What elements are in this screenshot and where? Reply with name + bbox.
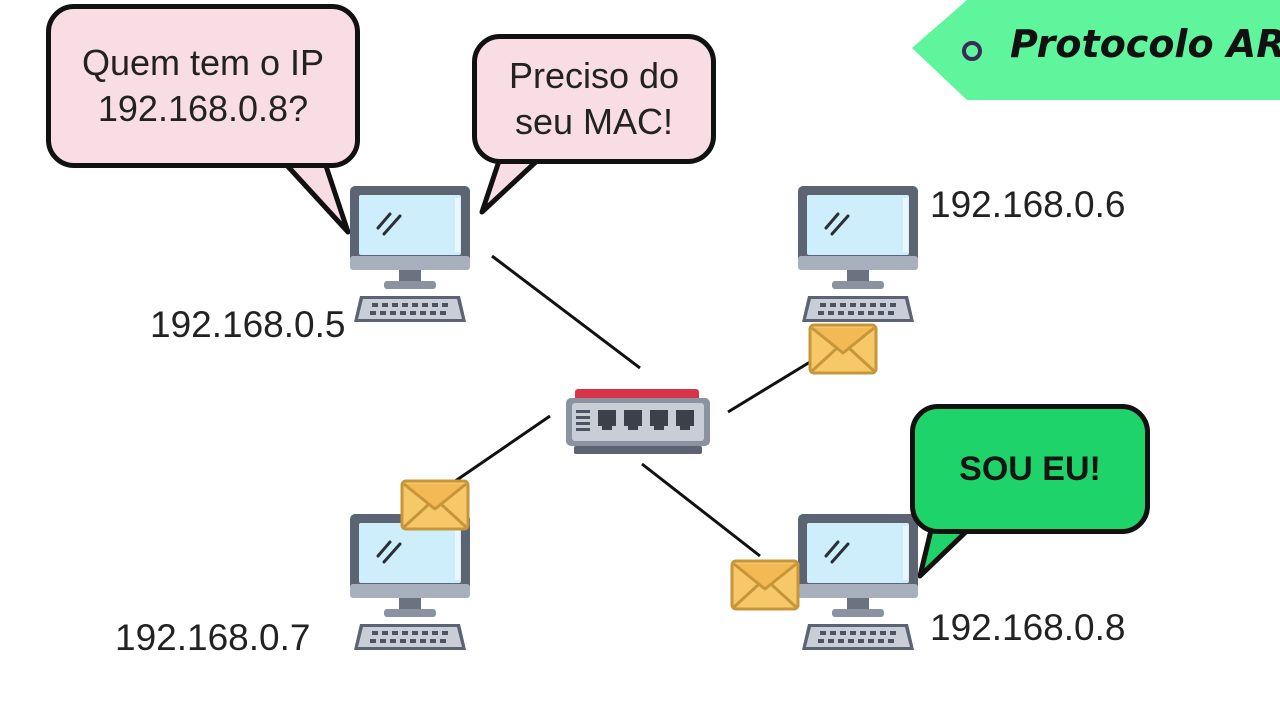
computer-icon <box>796 512 920 652</box>
host-ip-label: 192.168.0.8 <box>930 607 1126 648</box>
host-ip-label: 192.168.0.6 <box>930 184 1126 225</box>
network-switch-icon <box>566 389 710 454</box>
title-ribbon <box>912 0 1280 100</box>
speech-bubble-need-mac: Preciso do seu MAC! <box>472 34 716 164</box>
computer-icon <box>348 512 472 652</box>
host-ip-label: 192.168.0.5 <box>150 304 346 345</box>
computer-icon <box>796 184 920 324</box>
page-title: Protocolo ARP <box>1010 22 1280 66</box>
link-switch-host7 <box>447 414 551 488</box>
bubble-reply-text: SOU EU! <box>959 449 1101 488</box>
bubble-question-text: Quem tem o IP 192.168.0.8? <box>81 42 325 129</box>
speech-bubble-reply: SOU EU! <box>910 404 1150 534</box>
envelope-icon <box>808 323 878 375</box>
link-switch-host6 <box>727 360 811 414</box>
host-ip-label: 192.168.0.7 <box>115 617 311 658</box>
link-switch-host8 <box>641 462 761 558</box>
bullet-icon <box>962 41 982 61</box>
computer-icon <box>348 184 472 324</box>
bubble-tail-question <box>279 157 351 235</box>
bubble-need-mac-text: Preciso do seu MAC! <box>508 55 680 142</box>
envelope-icon <box>730 559 800 611</box>
link-host5-switch <box>491 254 641 370</box>
envelope-icon <box>400 479 470 531</box>
speech-bubble-question: Quem tem o IP 192.168.0.8? <box>46 4 360 168</box>
bubble-tail-need-mac <box>479 155 543 215</box>
